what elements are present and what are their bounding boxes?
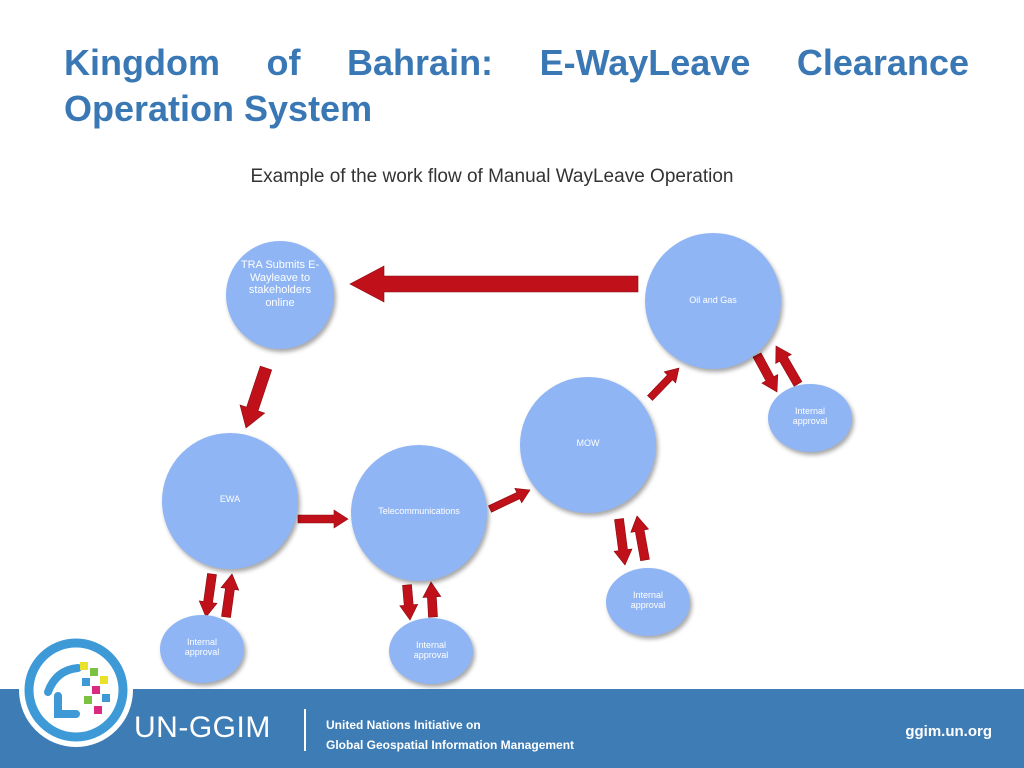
arrow-approval-to-oil-gas	[775, 345, 803, 387]
footer-band	[0, 689, 1024, 768]
slide-title: Kingdom of Bahrain: E-WayLeave Clearance…	[64, 42, 969, 129]
arrow-approval-to-ewa	[220, 573, 240, 618]
internal-approval-label: Internal approval	[413, 640, 449, 661]
diagram-subtitle: Example of the work flow of Manual WayLe…	[250, 166, 734, 187]
footer-tagline-line1: United Nations Initiative on	[326, 718, 481, 732]
node-internal-approval-oil-gas: Internal approval	[768, 384, 852, 452]
node-internal-approval-mow: Internal approval	[606, 568, 690, 636]
node-internal-approval-telecom: Internal approval	[389, 618, 473, 684]
arrow-approval-to-mow	[630, 515, 650, 562]
arrow-oil-gas-to-tra	[349, 265, 639, 303]
footer-divider	[304, 709, 306, 751]
node-tra-label: TRA Submits E-Wayleave to stakeholders o…	[240, 259, 320, 309]
arrow-tra-to-ewa	[239, 365, 273, 429]
footer-brand: UN-GGIM	[134, 711, 271, 744]
node-telecommunications-label: Telecommunications	[378, 506, 460, 516]
arrow-telecom-to-approval	[399, 584, 419, 621]
node-mow-label: MOW	[576, 438, 600, 448]
arrow-approval-to-telecom	[422, 581, 442, 618]
footer-tagline: United Nations Initiative on Global Geos…	[326, 715, 574, 755]
node-mow: MOW	[520, 377, 656, 513]
arrow-mow-to-oil-gas	[647, 367, 680, 401]
node-tra: TRA Submits E-Wayleave to stakeholders o…	[226, 241, 334, 349]
arrow-telecom-to-mow	[488, 488, 531, 513]
footer-tagline-line2: Global Geospatial Information Management	[326, 738, 575, 752]
footer-site-link[interactable]: ggim.un.org	[905, 723, 992, 740]
arrow-oil-gas-to-approval	[752, 352, 779, 393]
internal-approval-label: Internal approval	[630, 590, 666, 611]
footer-bar: UN-GGIM United Nations Initiative on Glo…	[0, 689, 1024, 768]
node-ewa-label: EWA	[219, 494, 241, 504]
node-ewa: EWA	[162, 433, 298, 569]
un-ggim-logo-icon	[19, 633, 133, 747]
node-telecommunications: Telecommunications	[351, 445, 487, 581]
node-internal-approval-ewa: Internal approval	[160, 615, 244, 683]
node-oil-and-gas: Oil and Gas	[645, 233, 781, 369]
arrow-ewa-to-approval	[198, 573, 218, 618]
arrow-mow-to-approval	[613, 518, 633, 566]
node-oil-and-gas-label: Oil and Gas	[689, 295, 737, 305]
arrow-ewa-to-telecom	[297, 509, 349, 529]
internal-approval-label: Internal approval	[792, 406, 828, 427]
internal-approval-label: Internal approval	[184, 637, 220, 658]
